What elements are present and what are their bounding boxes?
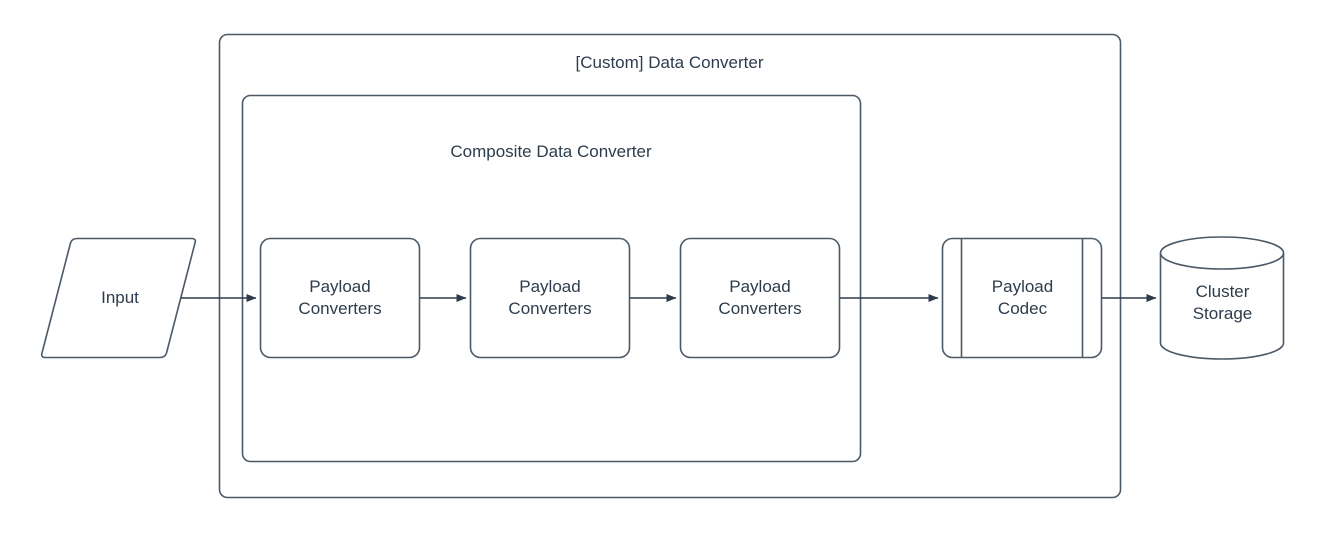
payload-converters-2-shape <box>469 237 631 359</box>
payload-converters-1-shape <box>259 237 421 359</box>
payload-converters-3-shape <box>679 237 841 359</box>
inner-container-title: Composite Data Converter <box>450 142 652 161</box>
payload-codec-shape <box>941 237 1103 359</box>
cluster-storage-shape <box>1159 236 1285 360</box>
input-shape <box>40 237 197 359</box>
outer-container-title: [Custom] Data Converter <box>575 53 764 72</box>
